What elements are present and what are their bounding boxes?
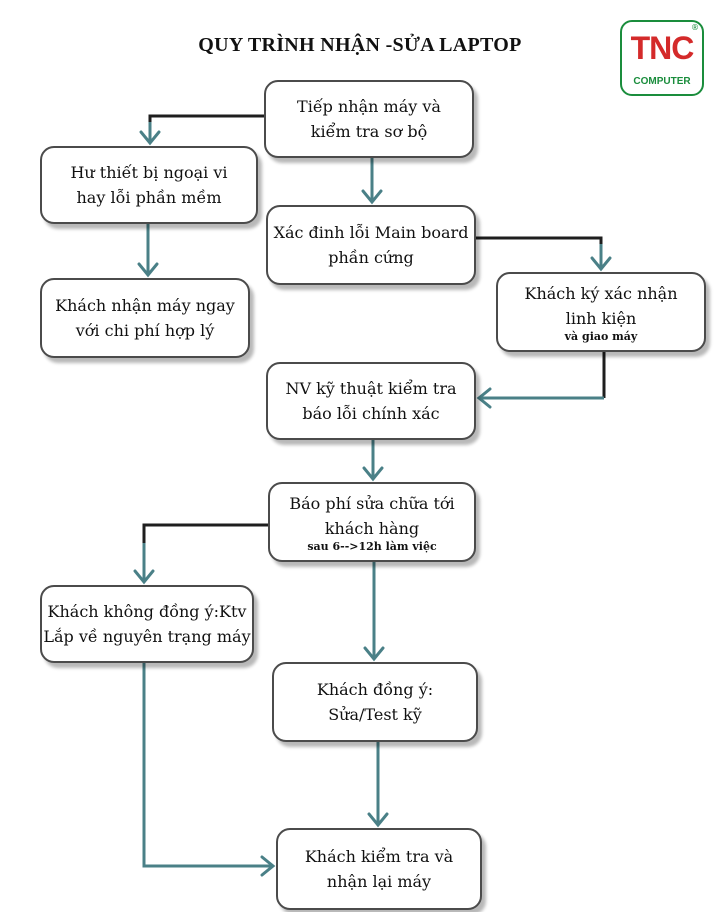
- node-mainboard: Xác đinh lỗi Main board phần cứng: [266, 205, 476, 285]
- node-peripheral-line1: Hư thiết bị ngoại vi: [70, 163, 228, 182]
- arrowhead-agree: [363, 646, 385, 662]
- arrowhead-quote: [362, 466, 384, 482]
- node-mainboard-line1: Xác đinh lỗi Main board: [273, 223, 469, 242]
- node-quote-line2: khách hàng: [324, 519, 420, 538]
- registered-mark: ®: [691, 23, 699, 32]
- arrowhead-pickup-now: [137, 262, 159, 278]
- connector-quote-disagree-top: [142, 523, 268, 545]
- node-agree-line2: Sửa/Test kỹ: [328, 705, 422, 724]
- arrowhead-final-left: [260, 855, 276, 877]
- connector-mainboard-signparts-top: [476, 236, 603, 246]
- node-quote-line1: Báo phí sửa chữa tới: [289, 494, 455, 513]
- node-final: Khách kiểm tra và nhận lại máy: [276, 828, 482, 910]
- node-sign-parts-line1: Khách ký xác nhận: [524, 284, 678, 303]
- node-receive-line1: Tiếp nhận máy và: [297, 97, 441, 116]
- node-sign-parts: Khách ký xác nhận linh kiện và giao máy: [496, 272, 706, 352]
- arrowhead-peripheral: [139, 130, 161, 146]
- connector-receive-peripheral-top: [148, 114, 264, 124]
- node-tech-check-line1: NV kỹ thuật kiểm tra: [285, 379, 457, 398]
- node-receive-line2: kiểm tra sơ bộ: [310, 122, 428, 141]
- node-receive: Tiếp nhận máy và kiểm tra sơ bộ: [264, 80, 474, 158]
- connector-disagree-final: [142, 663, 273, 868]
- node-agree-line1: Khách đồng ý:: [316, 680, 434, 699]
- node-quote: Báo phí sửa chữa tới khách hàng sau 6-->…: [268, 482, 476, 562]
- node-quote-note: sau 6-->12h làm việc: [307, 540, 437, 553]
- node-peripheral-line2: hay lỗi phần mềm: [76, 188, 222, 207]
- node-disagree-line1: Khách không đồng ý:Ktv: [47, 602, 247, 621]
- arrowhead-tech-check: [476, 387, 492, 409]
- diagram-title: QUY TRÌNH NHẬN -SỬA LAPTOP: [198, 34, 522, 56]
- node-peripheral: Hư thiết bị ngoại vi hay lỗi phần mềm: [40, 146, 258, 224]
- node-agree: Khách đồng ý: Sửa/Test kỹ: [272, 662, 478, 742]
- arrowhead-mainboard: [361, 189, 383, 205]
- arrowhead-final-top: [367, 812, 389, 828]
- logo-brand: TNC: [630, 30, 695, 66]
- node-pickup-now-line2: với chi phí hợp lý: [75, 321, 215, 340]
- tnc-logo: ® TNC COMPUTER: [620, 20, 704, 96]
- node-sign-parts-line2: linh kiện: [565, 309, 637, 328]
- arrowhead-sign-parts: [590, 256, 612, 272]
- node-tech-check: NV kỹ thuật kiểm tra báo lỗi chính xác: [266, 362, 476, 440]
- node-mainboard-line2: phần cứng: [328, 248, 414, 267]
- logo-subtitle: COMPUTER: [633, 76, 691, 87]
- node-disagree-line2: Lắp về nguyên trạng máy: [43, 627, 251, 646]
- node-pickup-now-line1: Khách nhận máy ngay: [55, 296, 235, 315]
- arrowhead-disagree: [133, 569, 155, 585]
- node-final-line2: nhận lại máy: [326, 872, 432, 891]
- node-disagree: Khách không đồng ý:Ktv Lắp về nguyên trạ…: [40, 585, 254, 663]
- node-final-line1: Khách kiểm tra và: [304, 847, 454, 866]
- node-pickup-now: Khách nhận máy ngay với chi phí hợp lý: [40, 278, 250, 358]
- node-tech-check-line2: báo lỗi chính xác: [302, 404, 440, 423]
- node-sign-parts-note: và giao máy: [564, 330, 638, 343]
